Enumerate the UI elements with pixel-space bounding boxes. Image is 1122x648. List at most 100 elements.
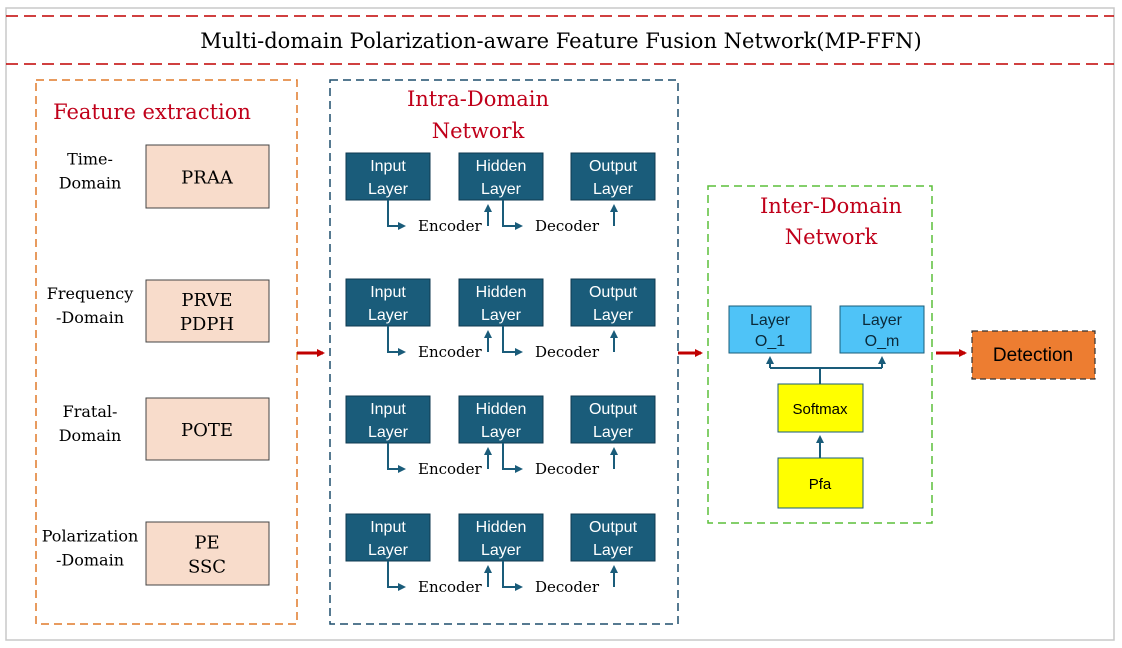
decoder-connector — [502, 326, 523, 356]
feature-extraction-section: Feature extraction Time- Domain PRAA Freque… — [35, 79, 298, 625]
decoder-connector — [502, 561, 523, 591]
feature-box-label: PE — [194, 533, 219, 554]
layer-o1-line-1: Layer — [750, 312, 791, 329]
feature-row: Polarization -Domain PE SSC — [42, 521, 270, 586]
inter-domain-section: Inter-Domain Network Layer O_1 Layer O_m… — [707, 185, 933, 524]
decoder-label: Decoder — [535, 460, 600, 478]
hidden-layer-label: Hidden — [476, 401, 527, 418]
feature-box — [145, 279, 270, 343]
encoder-label: Encoder — [418, 578, 483, 596]
output-layer-box — [570, 395, 656, 444]
hidden-layer-label: Layer — [481, 542, 522, 559]
intra-domain-section: Intra-Domain Network InputLayerHiddenLay… — [329, 79, 679, 625]
output-layer-label: Layer — [593, 181, 634, 198]
softmax-label: Softmax — [792, 401, 848, 418]
input-layer-label: Layer — [368, 307, 409, 324]
decoder-label: Decoder — [535, 343, 600, 361]
output-layer-label: Output — [589, 158, 638, 175]
diagram-title: Multi-domain Polarization-aware Feature … — [200, 29, 922, 53]
encoder-connector — [387, 326, 406, 356]
output-layer-label: Layer — [593, 542, 634, 559]
encoder-label: Encoder — [418, 343, 483, 361]
encoder-connector — [387, 561, 406, 591]
pfa-label: Pfa — [809, 476, 832, 493]
domain-label-line: Frequency — [47, 284, 134, 303]
feature-row: Time- Domain PRAA — [59, 144, 270, 209]
intra-domain-border — [329, 79, 679, 625]
domain-label-line: Domain — [59, 426, 122, 445]
decoder-label: Decoder — [535, 217, 600, 235]
input-layer-box — [345, 278, 431, 327]
output-layer-label: Layer — [593, 424, 634, 441]
output-layer-box — [570, 513, 656, 562]
domain-label-line: Time- — [67, 150, 113, 169]
hidden-layer-label: Layer — [481, 424, 522, 441]
hidden-layer-box — [458, 513, 544, 562]
inter-domain-heading-line-2: Network — [785, 225, 878, 249]
hidden-layer-label: Hidden — [476, 284, 527, 301]
domain-label-line: Polarization — [42, 527, 139, 546]
inter-domain-border — [707, 185, 933, 524]
input-layer-label: Input — [370, 158, 406, 175]
output-layer-label: Output — [589, 284, 638, 301]
softmax-box — [777, 383, 864, 433]
hidden-layer-label: Hidden — [476, 158, 527, 175]
layer-om-line-1: Layer — [862, 312, 903, 329]
hidden-layer-box — [458, 395, 544, 444]
encoder-label: Encoder — [418, 460, 483, 478]
domain-label-line: Fratal- — [63, 402, 118, 421]
hidden-layer-box — [458, 278, 544, 327]
feature-box — [145, 397, 270, 461]
domain-label-line: -Domain — [56, 551, 124, 570]
feature-extraction-heading: Feature extraction — [53, 100, 251, 124]
layer-o1-box — [728, 305, 812, 354]
encoder-connector — [387, 200, 406, 230]
feature-box-label: POTE — [181, 420, 233, 441]
decoder-label: Decoder — [535, 578, 600, 596]
output-layer-label: Layer — [593, 307, 634, 324]
encoder-label: Encoder — [418, 217, 483, 235]
hidden-layer-label: Layer — [481, 307, 522, 324]
layer-om-box — [839, 305, 925, 354]
input-layer-label: Layer — [368, 181, 409, 198]
input-layer-box — [345, 513, 431, 562]
domain-label-line: Domain — [59, 174, 122, 193]
intra-domain-heading-line-2: Network — [432, 119, 525, 143]
inter-domain-heading-line-1: Inter-Domain — [760, 194, 902, 218]
output-layer-box — [570, 278, 656, 327]
output-layer-label: Output — [589, 519, 638, 536]
layer-o1-line-2: O_1 — [755, 333, 785, 350]
feature-box-label: PRVE — [181, 290, 232, 311]
output-layer-box — [570, 152, 656, 201]
feature-row: Frequency -Domain PRVE PDPH — [47, 279, 270, 343]
feature-box — [145, 521, 270, 586]
hidden-layer-label: Layer — [481, 181, 522, 198]
feature-row: Fratal- Domain POTE — [59, 397, 270, 461]
input-layer-box — [345, 152, 431, 201]
feature-box-label: PDPH — [180, 314, 234, 335]
encoder-connector — [387, 443, 406, 473]
feature-box-label: SSC — [188, 557, 226, 578]
feature-box-label: PRAA — [181, 168, 234, 189]
input-layer-label: Layer — [368, 424, 409, 441]
input-layer-box — [345, 395, 431, 444]
input-layer-label: Layer — [368, 542, 409, 559]
intra-domain-heading-line-1: Intra-Domain — [407, 87, 549, 111]
decoder-connector — [502, 200, 523, 230]
domain-label-line: -Domain — [56, 308, 124, 327]
input-layer-label: Input — [370, 401, 406, 418]
feature-box — [145, 144, 270, 209]
detection-label: Detection — [993, 345, 1073, 366]
decoder-connector — [502, 443, 523, 473]
detection-box — [971, 330, 1096, 380]
layer-om-line-2: O_m — [865, 333, 900, 350]
input-layer-label: Input — [370, 284, 406, 301]
hidden-layer-label: Hidden — [476, 519, 527, 536]
input-layer-label: Input — [370, 519, 406, 536]
output-layer-label: Output — [589, 401, 638, 418]
